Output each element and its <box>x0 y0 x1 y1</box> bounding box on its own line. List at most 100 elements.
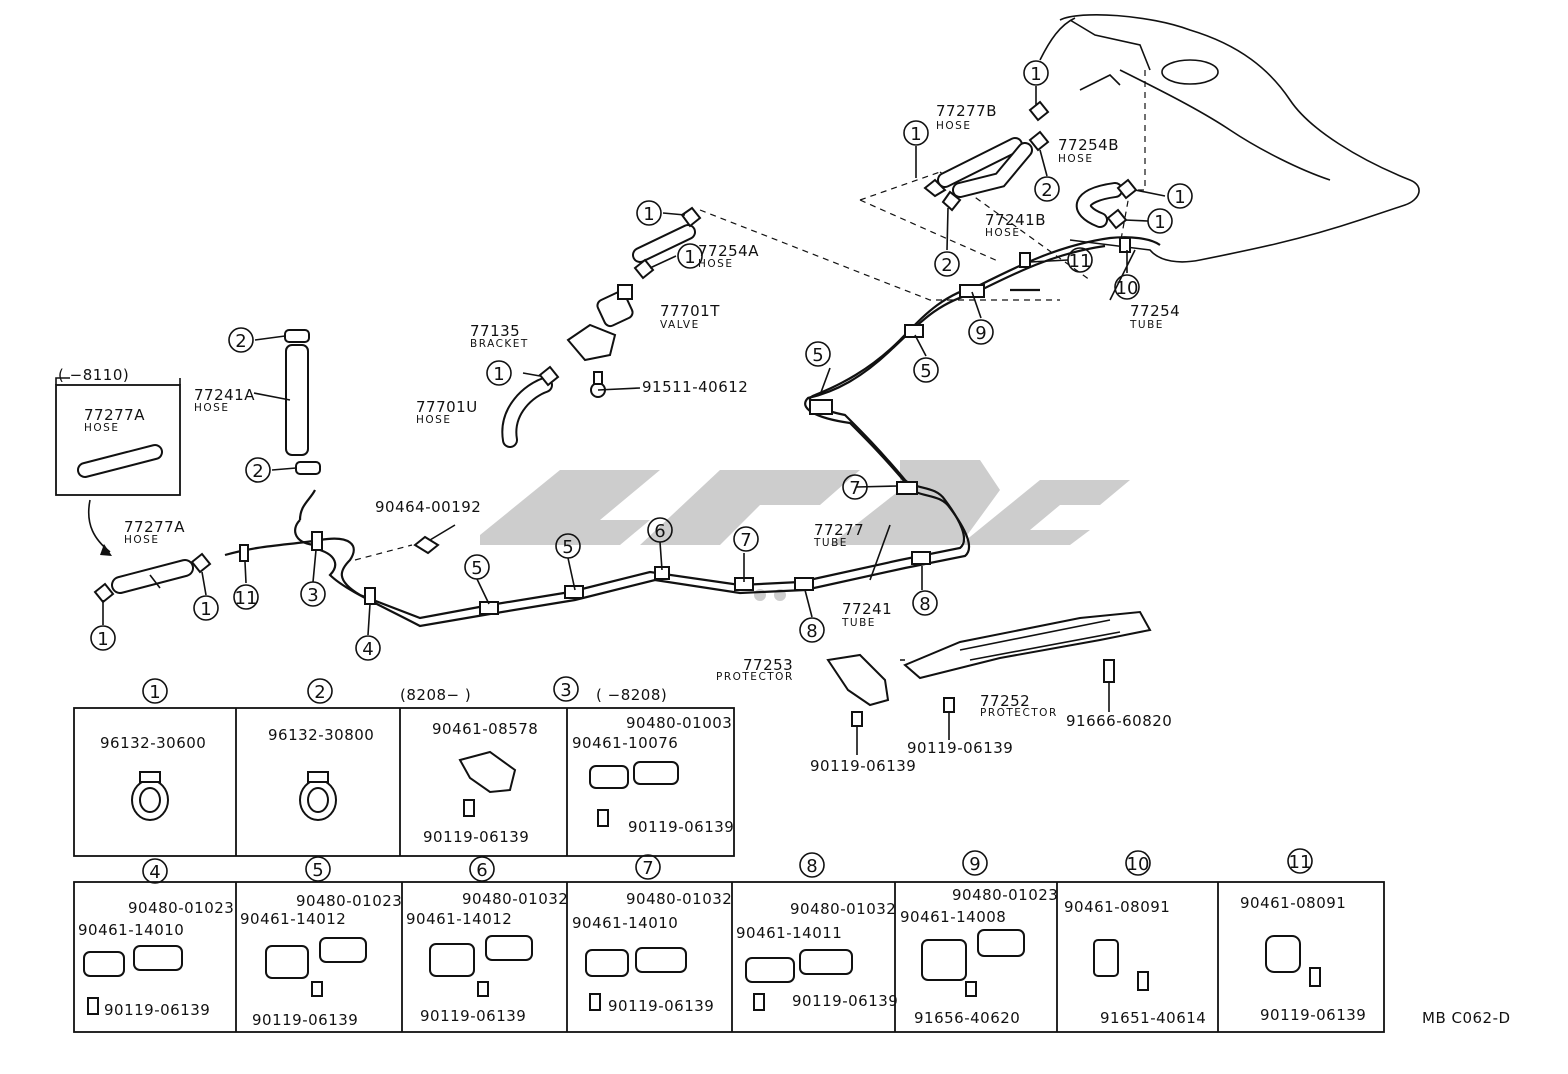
svg-text:90119-06139: 90119-06139 <box>420 1007 526 1025</box>
svg-text:3: 3 <box>307 585 318 606</box>
svg-text:8: 8 <box>919 594 930 615</box>
hose-77277B <box>937 137 1023 188</box>
variant-arrow <box>88 499 111 553</box>
hose-77277A <box>111 559 194 594</box>
svg-text:6: 6 <box>654 521 665 542</box>
svg-text:4: 4 <box>149 862 160 883</box>
svg-text:77254B: 77254B <box>1058 136 1119 154</box>
svg-text:90480-01023: 90480-01023 <box>952 886 1058 904</box>
svg-text:PROTECTOR: PROTECTOR <box>980 707 1058 719</box>
callout-markers: 1 1 2 1 1 2 11 10 1 1 1 2 2 1 1 11 3 4 5… <box>90 60 1193 661</box>
svg-text:90461-14008: 90461-14008 <box>900 908 1006 926</box>
tube-clamp-icon <box>429 935 533 997</box>
hose-77241A <box>284 329 321 475</box>
svg-text:3: 3 <box>560 680 571 701</box>
svg-text:90461-08578: 90461-08578 <box>432 720 538 738</box>
svg-text:90461-14010: 90461-14010 <box>78 921 184 939</box>
svg-text:91666-60820: 91666-60820 <box>1066 712 1172 730</box>
svg-text:90119-06139: 90119-06139 <box>1260 1006 1366 1024</box>
svg-text:1: 1 <box>1174 187 1185 208</box>
tube-clamp-icon <box>458 750 517 817</box>
svg-text:BRACKET: BRACKET <box>470 338 529 350</box>
tube-clamp-icon <box>83 945 183 1015</box>
hose-77277A-variant <box>77 444 163 478</box>
svg-text:11: 11 <box>1289 852 1312 873</box>
svg-text:2: 2 <box>235 331 246 352</box>
clips <box>93 100 1138 604</box>
hose-clamp-icon <box>131 771 169 821</box>
hose-77701U <box>501 377 553 448</box>
svg-text:91656-40620: 91656-40620 <box>914 1009 1020 1027</box>
svg-text:7: 7 <box>849 478 860 499</box>
hose-77241B <box>952 142 1033 198</box>
tube-clamp-icon <box>589 761 679 827</box>
fuel-tank <box>1039 14 1420 263</box>
svg-text:90119-06139: 90119-06139 <box>792 992 898 1010</box>
svg-text:10: 10 <box>1127 854 1150 875</box>
svg-text:2: 2 <box>1041 180 1052 201</box>
hose-clamp-icon <box>299 771 337 821</box>
svg-text:90461-08091: 90461-08091 <box>1240 894 1346 912</box>
svg-text:5: 5 <box>920 361 931 382</box>
svg-text:1: 1 <box>1030 64 1041 85</box>
svg-text:1: 1 <box>684 247 695 268</box>
svg-text:HOSE: HOSE <box>936 120 971 132</box>
protector-77252 <box>903 610 1152 680</box>
svg-text:9: 9 <box>975 323 986 344</box>
svg-text:5: 5 <box>312 860 323 881</box>
tube-clamp-icon <box>265 937 367 997</box>
tube-clamp-icon <box>1093 939 1149 991</box>
svg-text:77252: 77252 <box>980 692 1030 710</box>
protector-77253 <box>826 653 890 707</box>
tube-clamp-icon <box>921 929 1025 997</box>
svg-text:77701T: 77701T <box>660 302 720 320</box>
svg-text:11: 11 <box>1069 251 1092 272</box>
svg-text:2: 2 <box>252 461 263 482</box>
svg-text:5: 5 <box>812 345 823 366</box>
svg-text:90461-14010: 90461-14010 <box>572 914 678 932</box>
dashed-leader <box>354 544 413 561</box>
bracket-77135 <box>566 323 617 362</box>
svg-text:(8208− ): (8208− ) <box>400 686 471 704</box>
svg-text:1: 1 <box>97 629 108 650</box>
hose-77254A <box>632 224 696 263</box>
dashed-leader <box>699 209 1060 301</box>
svg-text:1: 1 <box>643 204 654 225</box>
svg-text:TUBE: TUBE <box>1129 319 1164 331</box>
svg-text:96132-30800: 96132-30800 <box>268 726 374 744</box>
svg-text:77277: 77277 <box>814 521 864 539</box>
svg-text:HOSE: HOSE <box>698 258 733 270</box>
svg-text:8: 8 <box>806 621 817 642</box>
svg-text:1: 1 <box>149 682 160 703</box>
svg-text:90480-01023: 90480-01023 <box>296 892 402 910</box>
svg-text:90119-06139: 90119-06139 <box>608 997 714 1015</box>
hose-77254B <box>1075 182 1123 228</box>
svg-text:4: 4 <box>362 639 373 660</box>
bolt-91511 <box>590 371 606 398</box>
fuel-tube-assembly <box>224 236 1161 628</box>
svg-text:5: 5 <box>471 558 482 579</box>
watermark-logo <box>480 460 1130 601</box>
svg-text:90119-06139: 90119-06139 <box>252 1011 358 1029</box>
svg-text:90480-01032: 90480-01032 <box>626 890 732 908</box>
bracket-mark <box>55 377 181 385</box>
svg-text:90461-08091: 90461-08091 <box>1064 898 1170 916</box>
svg-text:HOSE: HOSE <box>416 414 451 426</box>
svg-text:90461-14012: 90461-14012 <box>240 910 346 928</box>
tube-clamp-icon <box>585 947 687 1011</box>
svg-text:2: 2 <box>314 682 325 703</box>
svg-text:77277A: 77277A <box>124 518 185 536</box>
svg-text:77701U: 77701U <box>416 398 478 416</box>
svg-text:90119-06139: 90119-06139 <box>628 818 734 836</box>
svg-text:( −8208): ( −8208) <box>596 686 667 704</box>
tube-clamp-icon <box>745 949 853 1011</box>
svg-text:8: 8 <box>806 856 817 877</box>
svg-text:7: 7 <box>740 530 751 551</box>
svg-text:77241: 77241 <box>842 600 892 618</box>
variant-box-8110 <box>55 384 181 496</box>
bolts-protector <box>851 659 1115 755</box>
svg-text:VALVE: VALVE <box>660 319 700 331</box>
svg-text:HOSE: HOSE <box>194 402 229 414</box>
svg-text:HOSE: HOSE <box>124 534 159 546</box>
